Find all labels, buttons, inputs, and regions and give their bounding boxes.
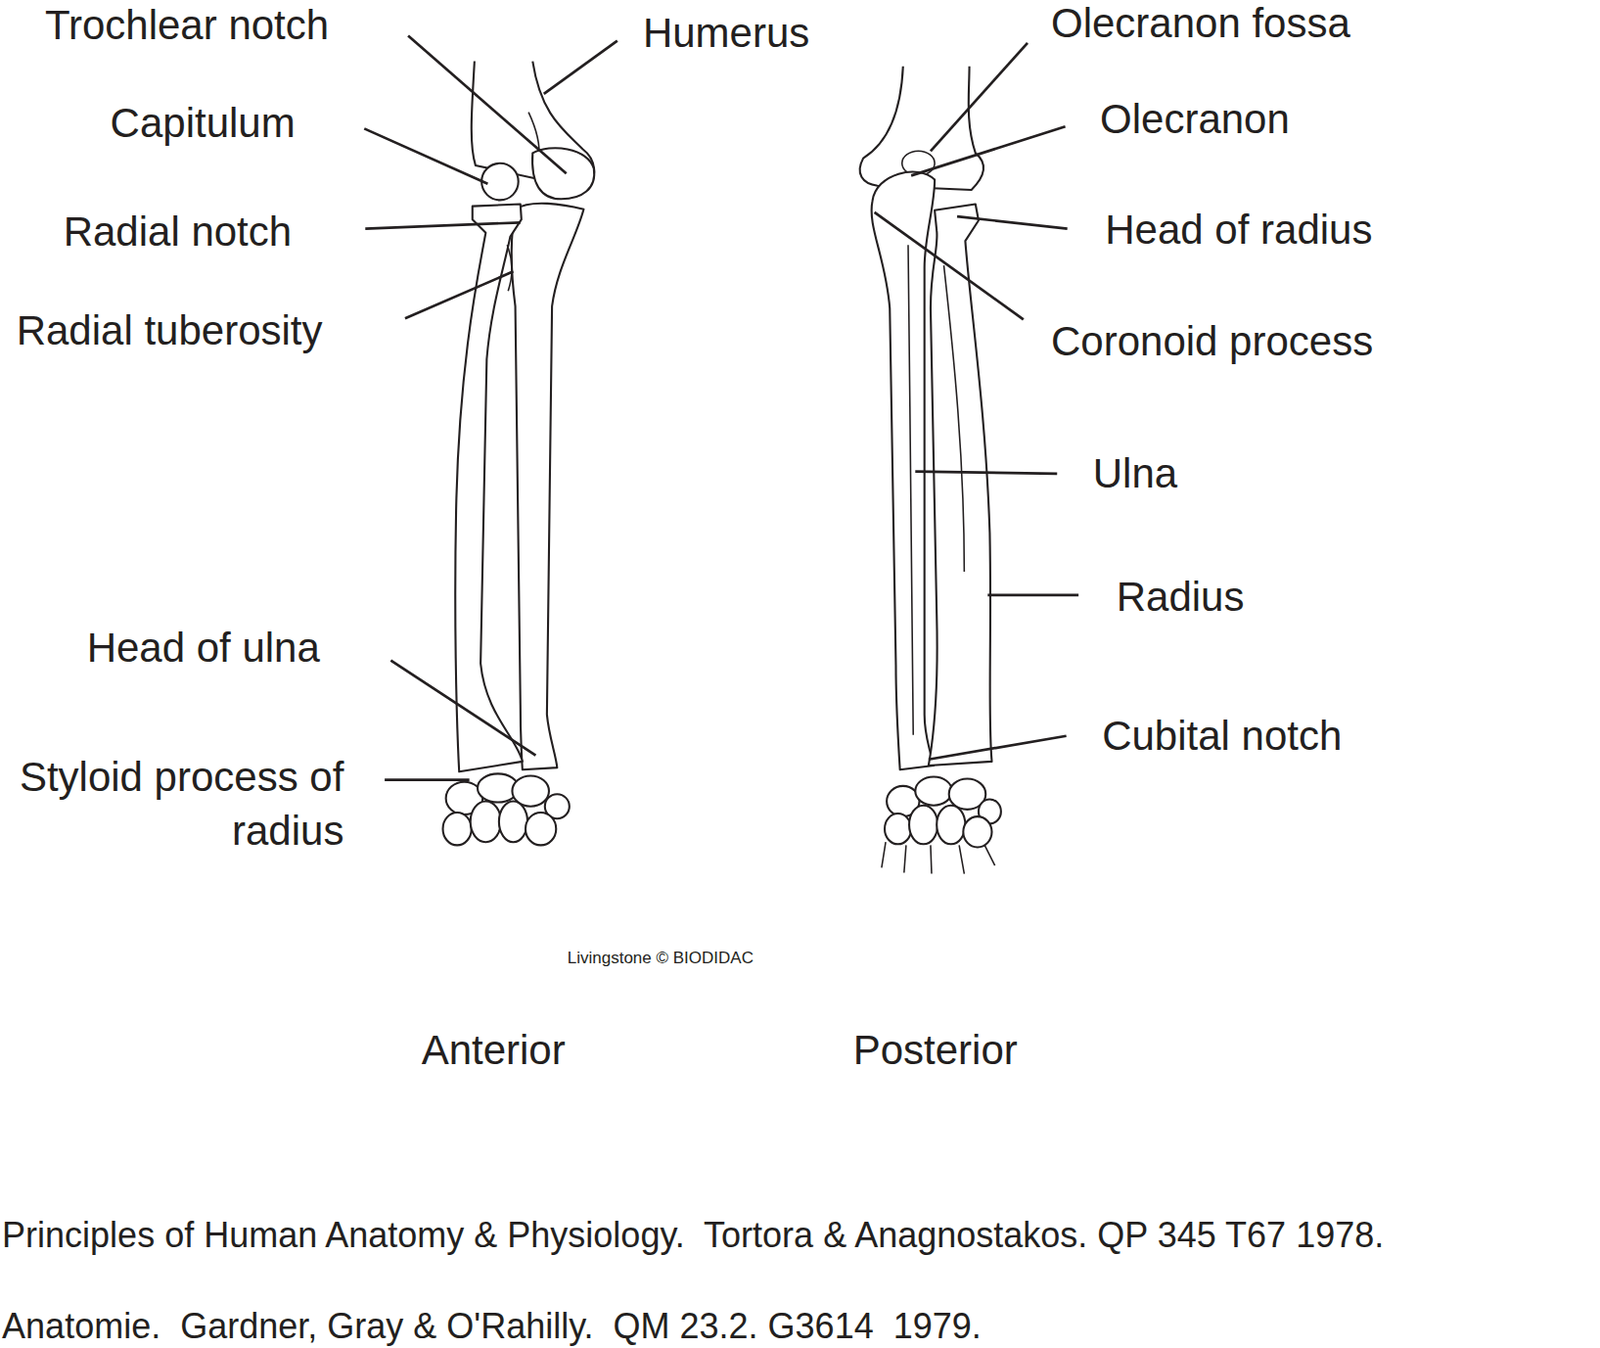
part-label: Ulna bbox=[1093, 451, 1178, 497]
radius-posterior-ridge bbox=[943, 265, 964, 572]
posterior-bones bbox=[860, 66, 1002, 874]
part-label: Cubital notch bbox=[1101, 713, 1342, 759]
capitulum-shape bbox=[481, 163, 519, 201]
view-label: Posterior bbox=[853, 1027, 1018, 1073]
part-label: Humerus bbox=[642, 10, 810, 56]
part-label: Radius bbox=[1116, 574, 1245, 620]
ulna-posterior-ridge bbox=[908, 244, 914, 734]
reference-note: Anatomie. Gardner, Gray & O'Rahilly. QM … bbox=[1, 1306, 982, 1346]
part-label: Olecranon bbox=[1099, 96, 1290, 142]
part-label: Radial tuberosity bbox=[16, 308, 323, 354]
carpals-posterior bbox=[881, 776, 1002, 873]
part-label: Head of radius bbox=[1104, 207, 1372, 253]
part-label: Capitulum bbox=[110, 100, 296, 146]
part-label: Styloid process of radius bbox=[10, 750, 344, 858]
ulna-anterior bbox=[511, 203, 585, 770]
trochlea bbox=[532, 147, 595, 199]
view-label: Anterior bbox=[421, 1027, 566, 1073]
radius-anterior bbox=[455, 204, 523, 773]
credit-watermark: Livingstone © BIODIDAC bbox=[567, 949, 754, 968]
leader-lines bbox=[364, 35, 1079, 779]
reference-note: Principles of Human Anatomy & Physiology… bbox=[1, 1215, 1384, 1255]
part-label: Head of ulna bbox=[87, 625, 320, 671]
part-label: Coronoid process bbox=[1051, 319, 1373, 365]
part-label: Olecranon fossa bbox=[1051, 0, 1351, 46]
part-label: Radial notch bbox=[63, 209, 292, 255]
anterior-bones bbox=[443, 61, 595, 846]
radius-tuberosity-mark bbox=[506, 244, 512, 291]
carpals-anterior bbox=[443, 773, 570, 845]
part-label: Trochlear notch bbox=[45, 2, 329, 48]
